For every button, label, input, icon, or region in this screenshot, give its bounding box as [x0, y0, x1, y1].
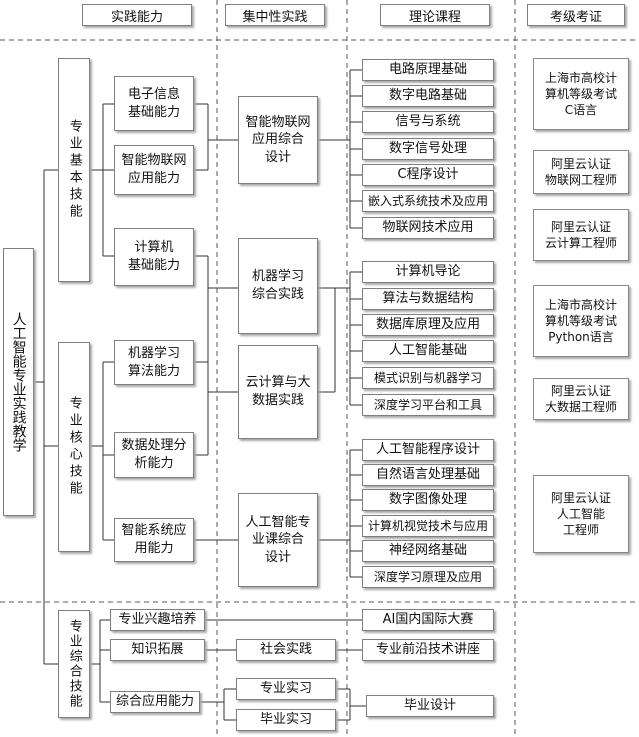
frontier-lecture: 专业前沿技术讲座: [362, 639, 494, 661]
graduation-internship: 毕业实习: [236, 709, 336, 731]
header-centralized-practice: 集中性实践: [225, 4, 325, 26]
ability-data-analysis: 数据处理分 析能力: [114, 432, 194, 478]
skill-core-label: 专业核心技能: [66, 396, 82, 498]
cert-aliyun-iot: 阿里云认证 物联网工程师: [533, 150, 629, 194]
practice-iot-design: 智能物联网 应用综合 设计: [238, 96, 318, 184]
course-item: 人工智能程序设计: [362, 439, 494, 461]
skill-comprehensive: 专业综合技能: [58, 610, 90, 718]
cert-aliyun-ai: 阿里云认证 人工智能 工程师: [533, 475, 629, 553]
knowledge-expansion: 知识拓展: [110, 639, 205, 661]
practice-ai-course-design: 人工智能专 业课综合 设计: [238, 493, 318, 587]
course-item: 数据库原理及应用: [362, 314, 494, 336]
ability-electronic-info: 电子信息 基础能力: [114, 76, 194, 131]
course-item: 自然语言处理基础: [362, 464, 494, 486]
header-practice-ability: 实践能力: [82, 4, 192, 26]
course-item: 人工智能基础: [362, 340, 494, 362]
cert-aliyun-cloud: 阿里云认证 云计算工程师: [533, 209, 629, 261]
header-certification: 考级考证: [527, 4, 625, 26]
course-item: 电路原理基础: [362, 59, 494, 81]
practice-cloud-bigdata: 云计算与大 数据实践: [238, 345, 318, 439]
skill-basic-label: 专业基本技能: [66, 119, 82, 221]
course-item: 神经网络基础: [362, 540, 494, 562]
skill-core: 专业核心技能: [58, 342, 90, 552]
course-item: 信号与系统: [362, 111, 494, 133]
graduation-design: 毕业设计: [366, 695, 494, 717]
course-item: 深度学习平台和工具: [362, 394, 494, 416]
course-item: 算法与数据结构: [362, 288, 494, 310]
course-item: 数字图像处理: [362, 489, 494, 511]
root-label: 人工智能专业实践教学: [10, 312, 27, 452]
interest-cultivation: 专业兴趣培养: [110, 609, 205, 631]
cert-shanghai-c: 上海市高校计 算机等级考试 C语言: [533, 58, 629, 130]
skill-comprehensive-label: 专业综合技能: [66, 619, 82, 709]
cert-shanghai-python: 上海市高校计 算机等级考试 Python语言: [533, 285, 629, 357]
ability-machine-learning: 机器学习 算法能力: [114, 340, 194, 385]
course-item: C程序设计: [362, 164, 494, 186]
course-item: 物联网技术应用: [362, 217, 494, 239]
practice-machine-learning: 机器学习 综合实践: [238, 238, 318, 334]
course-item: 数字信号处理: [362, 138, 494, 160]
course-item: 计算机视觉技术与应用: [362, 515, 494, 537]
professional-internship: 专业实习: [236, 678, 336, 700]
course-item: 数字电路基础: [362, 85, 494, 107]
social-practice: 社会实践: [236, 639, 336, 661]
ai-competition: AI国内国际大赛: [362, 609, 494, 631]
course-item: 深度学习原理及应用: [362, 566, 494, 588]
cert-aliyun-bigdata: 阿里云认证 大数据工程师: [533, 378, 629, 420]
comprehensive-application: 综合应用能力: [110, 691, 200, 713]
skill-basic: 专业基本技能: [58, 58, 90, 282]
course-item: 模式识别与机器学习: [362, 367, 494, 389]
root-ai-practice-teaching: 人工智能专业实践教学: [3, 248, 34, 516]
course-item: 嵌入式系统技术及应用: [362, 190, 494, 212]
ability-computer-basic: 计算机 基础能力: [114, 228, 194, 286]
header-theory-courses: 理论课程: [380, 4, 490, 26]
course-item: 计算机导论: [362, 261, 494, 283]
ability-intelligent-system: 智能系统应 用能力: [114, 518, 194, 562]
ability-iot-application: 智能物联网 应用能力: [114, 145, 194, 195]
